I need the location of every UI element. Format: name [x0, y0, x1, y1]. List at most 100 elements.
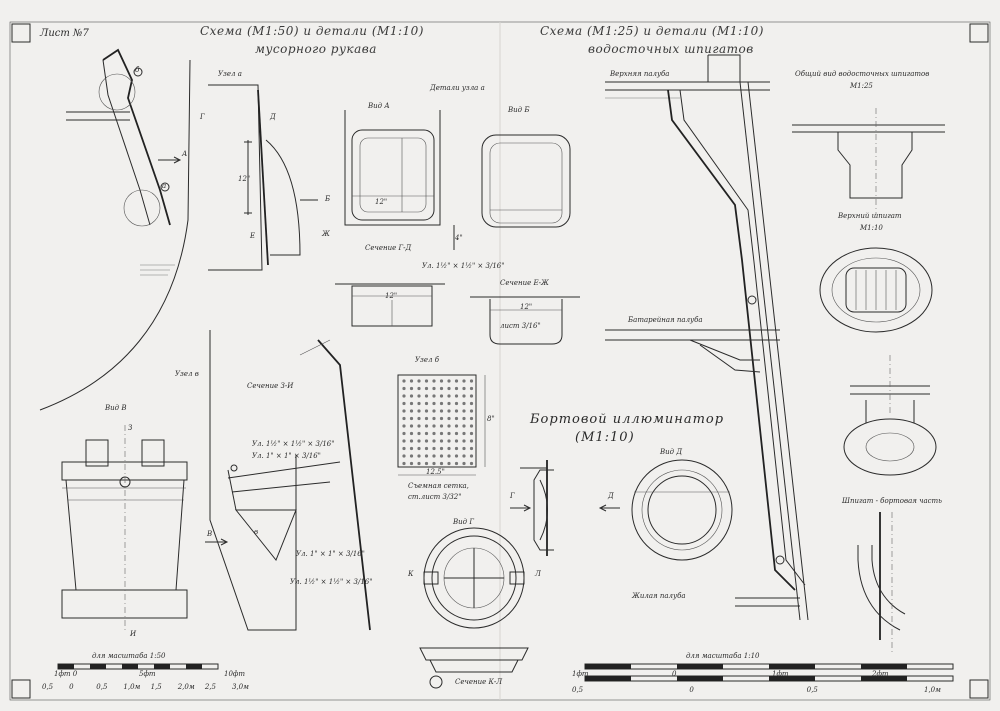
grid-hole	[432, 409, 436, 413]
grid-hole	[417, 386, 421, 391]
thickness-note-2: Ул. 1½" × 1½" × 3/16"	[252, 440, 335, 448]
view-d-label: Вид Д	[660, 448, 683, 456]
scale-segment	[861, 676, 907, 681]
thickness-note-3: Ул. 1" × 1" × 3/16"	[252, 452, 321, 460]
arrow-v-label: В	[207, 530, 213, 538]
node-a-label: Узел а	[218, 70, 242, 78]
grid-hole	[462, 401, 466, 406]
corner-marks	[11, 23, 989, 699]
sheet-number: Лист №7	[40, 28, 89, 39]
section-ezh-drawing	[470, 296, 580, 345]
grid-hole	[469, 401, 474, 406]
grid-hole	[469, 394, 474, 398]
grid-hole	[454, 446, 459, 451]
grid-hole	[469, 424, 474, 428]
grid-hole	[432, 446, 436, 451]
scale-bar-right	[584, 663, 954, 682]
removable-grid-1: Съемная сетка,	[408, 482, 469, 490]
scale-right-ft-label: 1фт	[572, 670, 589, 678]
grid-hole	[447, 454, 451, 458]
scale-right-m-label: 1,0м	[924, 686, 941, 694]
grid-hole	[402, 439, 406, 443]
scupper-section-middle	[843, 355, 937, 476]
scale-left-ft-label: 10фт	[224, 670, 246, 678]
sheet-note-ezh: лист 3/16"	[500, 322, 541, 330]
grid-hole	[402, 379, 406, 383]
grid-hole	[439, 439, 444, 443]
scale-segment	[154, 664, 170, 669]
arrow-a-label: А	[182, 150, 188, 158]
section-zi-label: Сечение З-И	[247, 382, 294, 390]
left-title: Схема (М1:50) и детали (М1:10)	[200, 24, 424, 38]
grid-hole	[439, 461, 444, 466]
grid-hole	[469, 386, 474, 391]
illuminator-title: Бортовой иллюминатор	[530, 412, 725, 427]
dim-8: 8"	[487, 415, 495, 423]
grid-hole	[424, 431, 429, 436]
grid-hole	[454, 386, 459, 391]
grid-hole	[424, 454, 429, 458]
grid-hole	[402, 431, 406, 436]
grid-hole	[409, 446, 414, 451]
scale-segment	[58, 664, 74, 669]
grid-hole	[454, 461, 459, 466]
scale-segment	[585, 676, 631, 681]
section-ezh-label: Сечение Е-Ж	[500, 279, 549, 287]
letter-k: К	[408, 570, 414, 578]
letter-d: Д	[270, 113, 276, 121]
grid-hole	[417, 431, 421, 436]
scale-segment	[861, 664, 907, 669]
grid-hole	[432, 461, 436, 466]
letter-g: Г	[200, 113, 205, 121]
grid-hole	[424, 401, 429, 406]
grid-hole	[409, 431, 414, 436]
scale-right-ft-label: 2фт	[872, 670, 889, 678]
grid-hole	[417, 424, 421, 428]
grid-hole	[439, 446, 444, 451]
grid-hole	[417, 454, 421, 458]
grid-hole	[432, 424, 436, 428]
grid-hole	[417, 409, 421, 413]
grid-hole	[432, 454, 436, 458]
grid-hole	[454, 394, 459, 398]
view-a-label: Вид А	[368, 102, 390, 110]
letter-e: Е	[250, 232, 256, 240]
grid-hole	[462, 461, 466, 466]
grid-hole	[469, 416, 474, 421]
grid-hole	[447, 379, 451, 383]
porthole-view-d	[631, 459, 733, 561]
scale-left-m-label: 2,0м	[177, 683, 195, 691]
section-zi-drawing	[205, 330, 371, 631]
grid-hole	[447, 394, 451, 398]
section-kl-label: Сечение К-Л	[455, 678, 503, 686]
grid-hole	[454, 379, 459, 383]
grid-hole	[409, 401, 414, 406]
node-b-grid	[397, 374, 486, 476]
section-gd-drawing	[335, 283, 445, 327]
garbage-chute-scheme	[39, 48, 191, 411]
grid-hole	[469, 431, 474, 436]
scale-right-m-label: 0,5	[572, 686, 584, 694]
grid-hole	[432, 401, 436, 406]
upper-deck-label: Верхняя палуба	[610, 70, 670, 78]
grid-hole	[447, 446, 451, 451]
view-a-drawing	[344, 110, 455, 250]
grid-hole	[402, 386, 406, 391]
scale-left-m-label: 0,5	[42, 683, 54, 691]
general-scupper-view	[792, 108, 945, 215]
scale-left-m-label: 0	[69, 683, 74, 691]
grid-hole	[409, 386, 414, 391]
grid-hole	[469, 379, 474, 383]
grid-hole	[439, 401, 444, 406]
grid-hole	[469, 454, 474, 458]
grid-hole	[424, 424, 429, 428]
scale-segment	[769, 664, 815, 669]
grid-hole	[462, 416, 466, 421]
removable-grid-2: ст.лист 3/32"	[408, 493, 462, 501]
view-b-drawing	[481, 134, 571, 228]
circle-a-label: а	[162, 182, 167, 190]
node-v-label: Узел в	[175, 370, 199, 378]
grid-hole	[424, 439, 429, 443]
grid-hole	[454, 424, 459, 428]
